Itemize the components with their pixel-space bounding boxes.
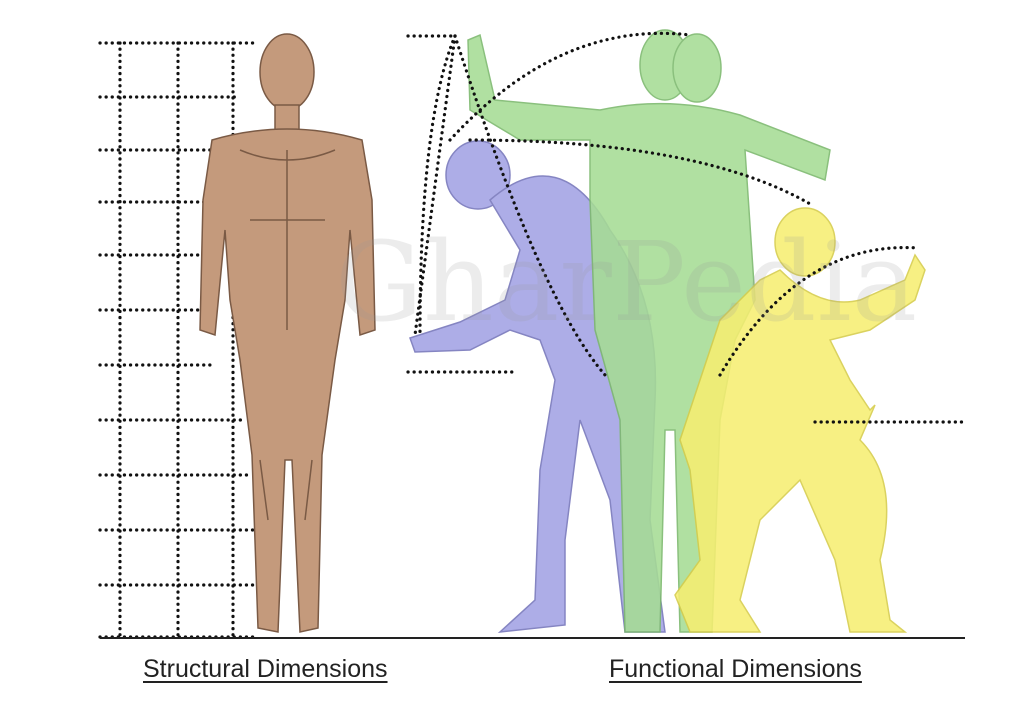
watermark: GharPedia — [335, 218, 917, 346]
structural-standing-figure — [199, 33, 376, 633]
structural-measurement-grid — [98, 41, 260, 639]
functional-measurement-lines — [406, 31, 964, 424]
functional-standing-figure — [467, 29, 831, 633]
functional-dimensions-label: Functional Dimensions — [609, 655, 862, 683]
structural-dimensions-label: Structural Dimensions — [143, 655, 388, 683]
